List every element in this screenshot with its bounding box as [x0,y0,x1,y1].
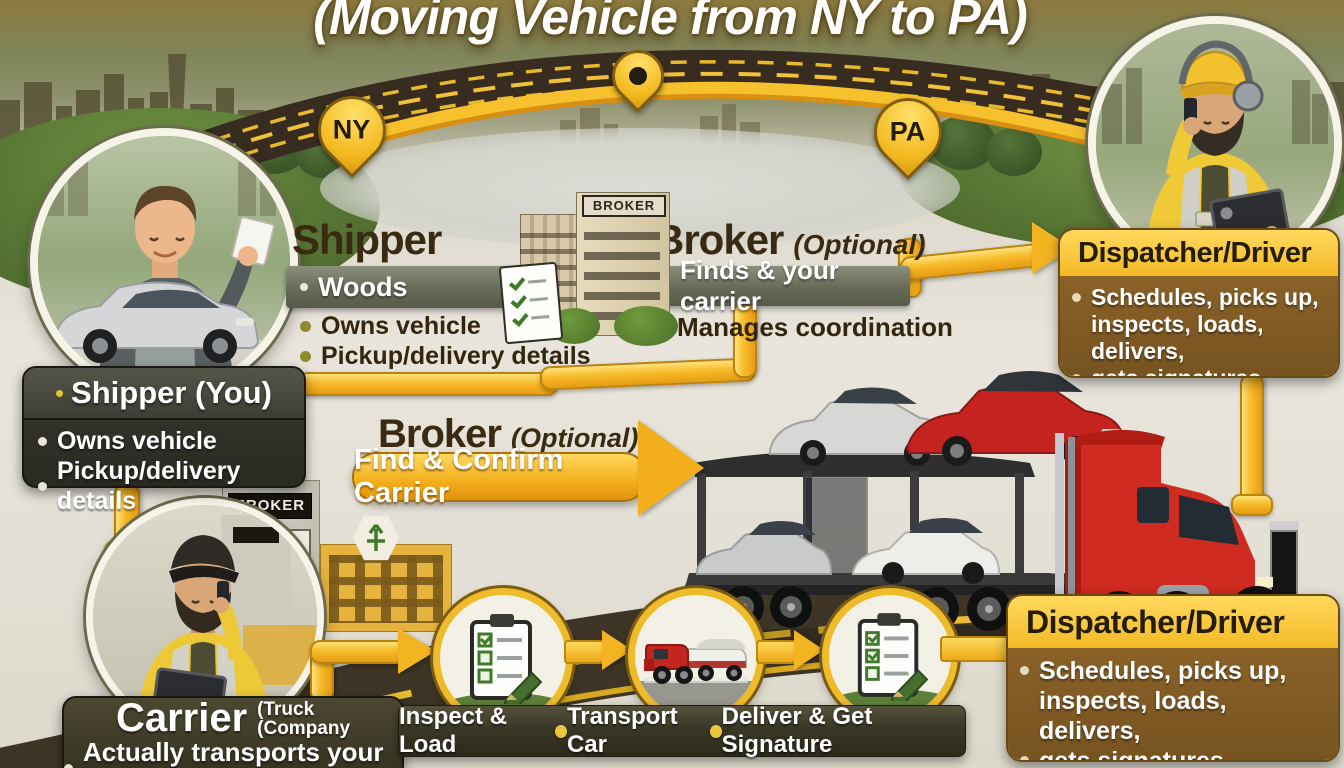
bullet-text: gets signatures [1091,365,1261,378]
broker-top-heading-row: Broker (Optional) [654,216,926,264]
connector-cap [1231,494,1273,516]
separator-dot [555,724,567,738]
destination-label: PA [890,116,926,147]
shipper-top-heading: Shipper [292,216,442,263]
step-circle-inspect [433,588,573,728]
broker-bullet: Manages coordination [656,312,953,343]
carrier-title-suffix-2: (Company [257,717,351,739]
shipper-you-bullet-2: Pickup/delivery details [38,456,294,516]
connector-shipper-right-1 [298,372,558,396]
find-confirm-carrier-arrow: Find & Confirm Carrier [352,444,648,509]
step-connector-right [940,636,1012,662]
step-label-deliver: Deliver & Get Signature [721,703,873,758]
bullet-text: Owns vehicle [321,312,481,340]
shipper-you-bullet-1: Owns vehicle [38,426,294,456]
clipboard-pencil-icon [470,614,542,704]
carrier-title: Carrier [115,696,248,740]
step-circle-transport [628,588,764,724]
connector-shipper-up [733,302,757,378]
separator-dot [709,724,722,738]
dispatcher-illustration [1096,24,1334,262]
shipper-bullet-1: Owns vehicle [300,312,481,341]
dispatcher-bottom-header: Dispatcher/Driver [1008,596,1338,648]
shipper-portrait [30,128,298,396]
step-label-inspect: Inspect & Load [399,703,508,758]
dispatcher-bottom-bullet-2: gets signatures [1020,746,1328,762]
steps-bar: Inspect & Load Transport Car Deliver & G… [398,703,966,758]
dispatcher-top-bullet-1: Schedules, picks up, inspects, loads, de… [1072,284,1328,365]
broker-mid-optional: (Optional) [510,423,639,453]
bullet-text: Actually transports your car [83,737,384,767]
connector-carrier-right [310,640,406,664]
shipper-you-box: Shipper (You) Owns vehicle Pickup/delive… [22,366,306,515]
find-confirm-arrowhead [638,420,704,516]
shipper-bullet-2: Pickup/delivery details [300,342,591,371]
bullet-text: Pickup/delivery details [57,457,241,515]
dispatcher-bottom-bullet-1: Schedules, picks up, inspects, loads, de… [1020,656,1328,746]
shipper-illustration [38,136,290,388]
broker-top-heading: Broker [654,216,784,263]
sign-text: BROKER [592,198,656,213]
dispatcher-top-title: Dispatcher/Driver [1078,236,1312,269]
bullet-text: gets signatures [1039,747,1224,762]
bullet-text: Schedules, picks up, inspects, loads, de… [1091,284,1319,364]
clipboard-pencil-icon [857,613,928,701]
broker-top-optional: (Optional) [793,229,926,260]
page-title: (Moving Vehicle from NY to PA) [313,0,1028,45]
dispatcher-bottom-box: Dispatcher/Driver Schedules, picks up, i… [1006,594,1340,762]
broker-building-sign: BROKER [582,195,666,217]
carrier-arrowhead [398,628,436,674]
dispatcher-top-header: Dispatcher/Driver [1060,230,1338,276]
bullet-text: Manages coordination [677,312,953,342]
shipper-banner-label: Woods [318,271,408,302]
dispatcher-top-bullet-2: gets signatures [1072,365,1328,378]
broker-banner: Finds & your carrier [648,255,910,316]
hex-sign-icon [352,515,400,561]
dispatcher-top-box: Dispatcher/Driver Schedules, picks up, i… [1058,228,1340,378]
arrow-label: Find & Confirm Carrier [354,444,564,509]
bullet-text: Pickup/delivery details [321,342,591,370]
broker-building: BROKER [498,192,678,346]
connector-dispatcher-down [1240,374,1264,508]
tow-truck-icon [644,639,748,684]
carrier-bullet: Actually transports your car [64,737,402,768]
origin-label: NY [333,114,371,145]
tree-icon [986,128,1042,176]
bullet-text: Owns vehicle [57,427,217,455]
step-label-transport: Transport Car [566,703,678,758]
checklist-icon [498,261,564,345]
broker-mid-heading: Broker [378,412,502,456]
dispatcher-bottom-title: Dispatcher/Driver [1026,603,1285,640]
bullet-dot [300,283,308,291]
shipper-you-title: Shipper (You) [71,375,272,410]
carrier-box: Carrier (Truck (Company Actually transpo… [62,696,404,768]
broker-banner-label: Finds & your carrier [680,255,839,316]
carrier-title-suffix-1: (Truck [257,698,315,720]
broker-mid-heading-row: Broker (Optional) [378,412,638,457]
shipper-you-header: Shipper (You) [24,368,304,420]
bullet-text: Schedules, picks up, inspects, loads, de… [1039,657,1287,745]
step-arrowhead-2 [794,630,824,670]
step-arrowhead-1 [602,630,632,670]
